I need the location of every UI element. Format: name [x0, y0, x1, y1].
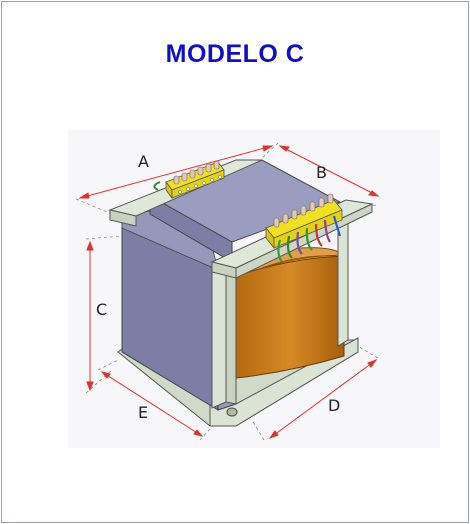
dimension-label-e: E: [138, 403, 148, 422]
front-bracket: [211, 213, 349, 409]
dimension-label-c: C: [96, 300, 107, 319]
terminal-block-back: [153, 160, 225, 200]
dimension-label-b: B: [316, 163, 327, 182]
terminal-block-front: [265, 193, 343, 263]
dimension-lines: [78, 145, 380, 440]
dimension-label-d: D: [328, 396, 340, 415]
figure-title: MODELO C: [165, 40, 305, 68]
dimension-label-a: A: [138, 152, 149, 171]
coil: [235, 247, 345, 379]
